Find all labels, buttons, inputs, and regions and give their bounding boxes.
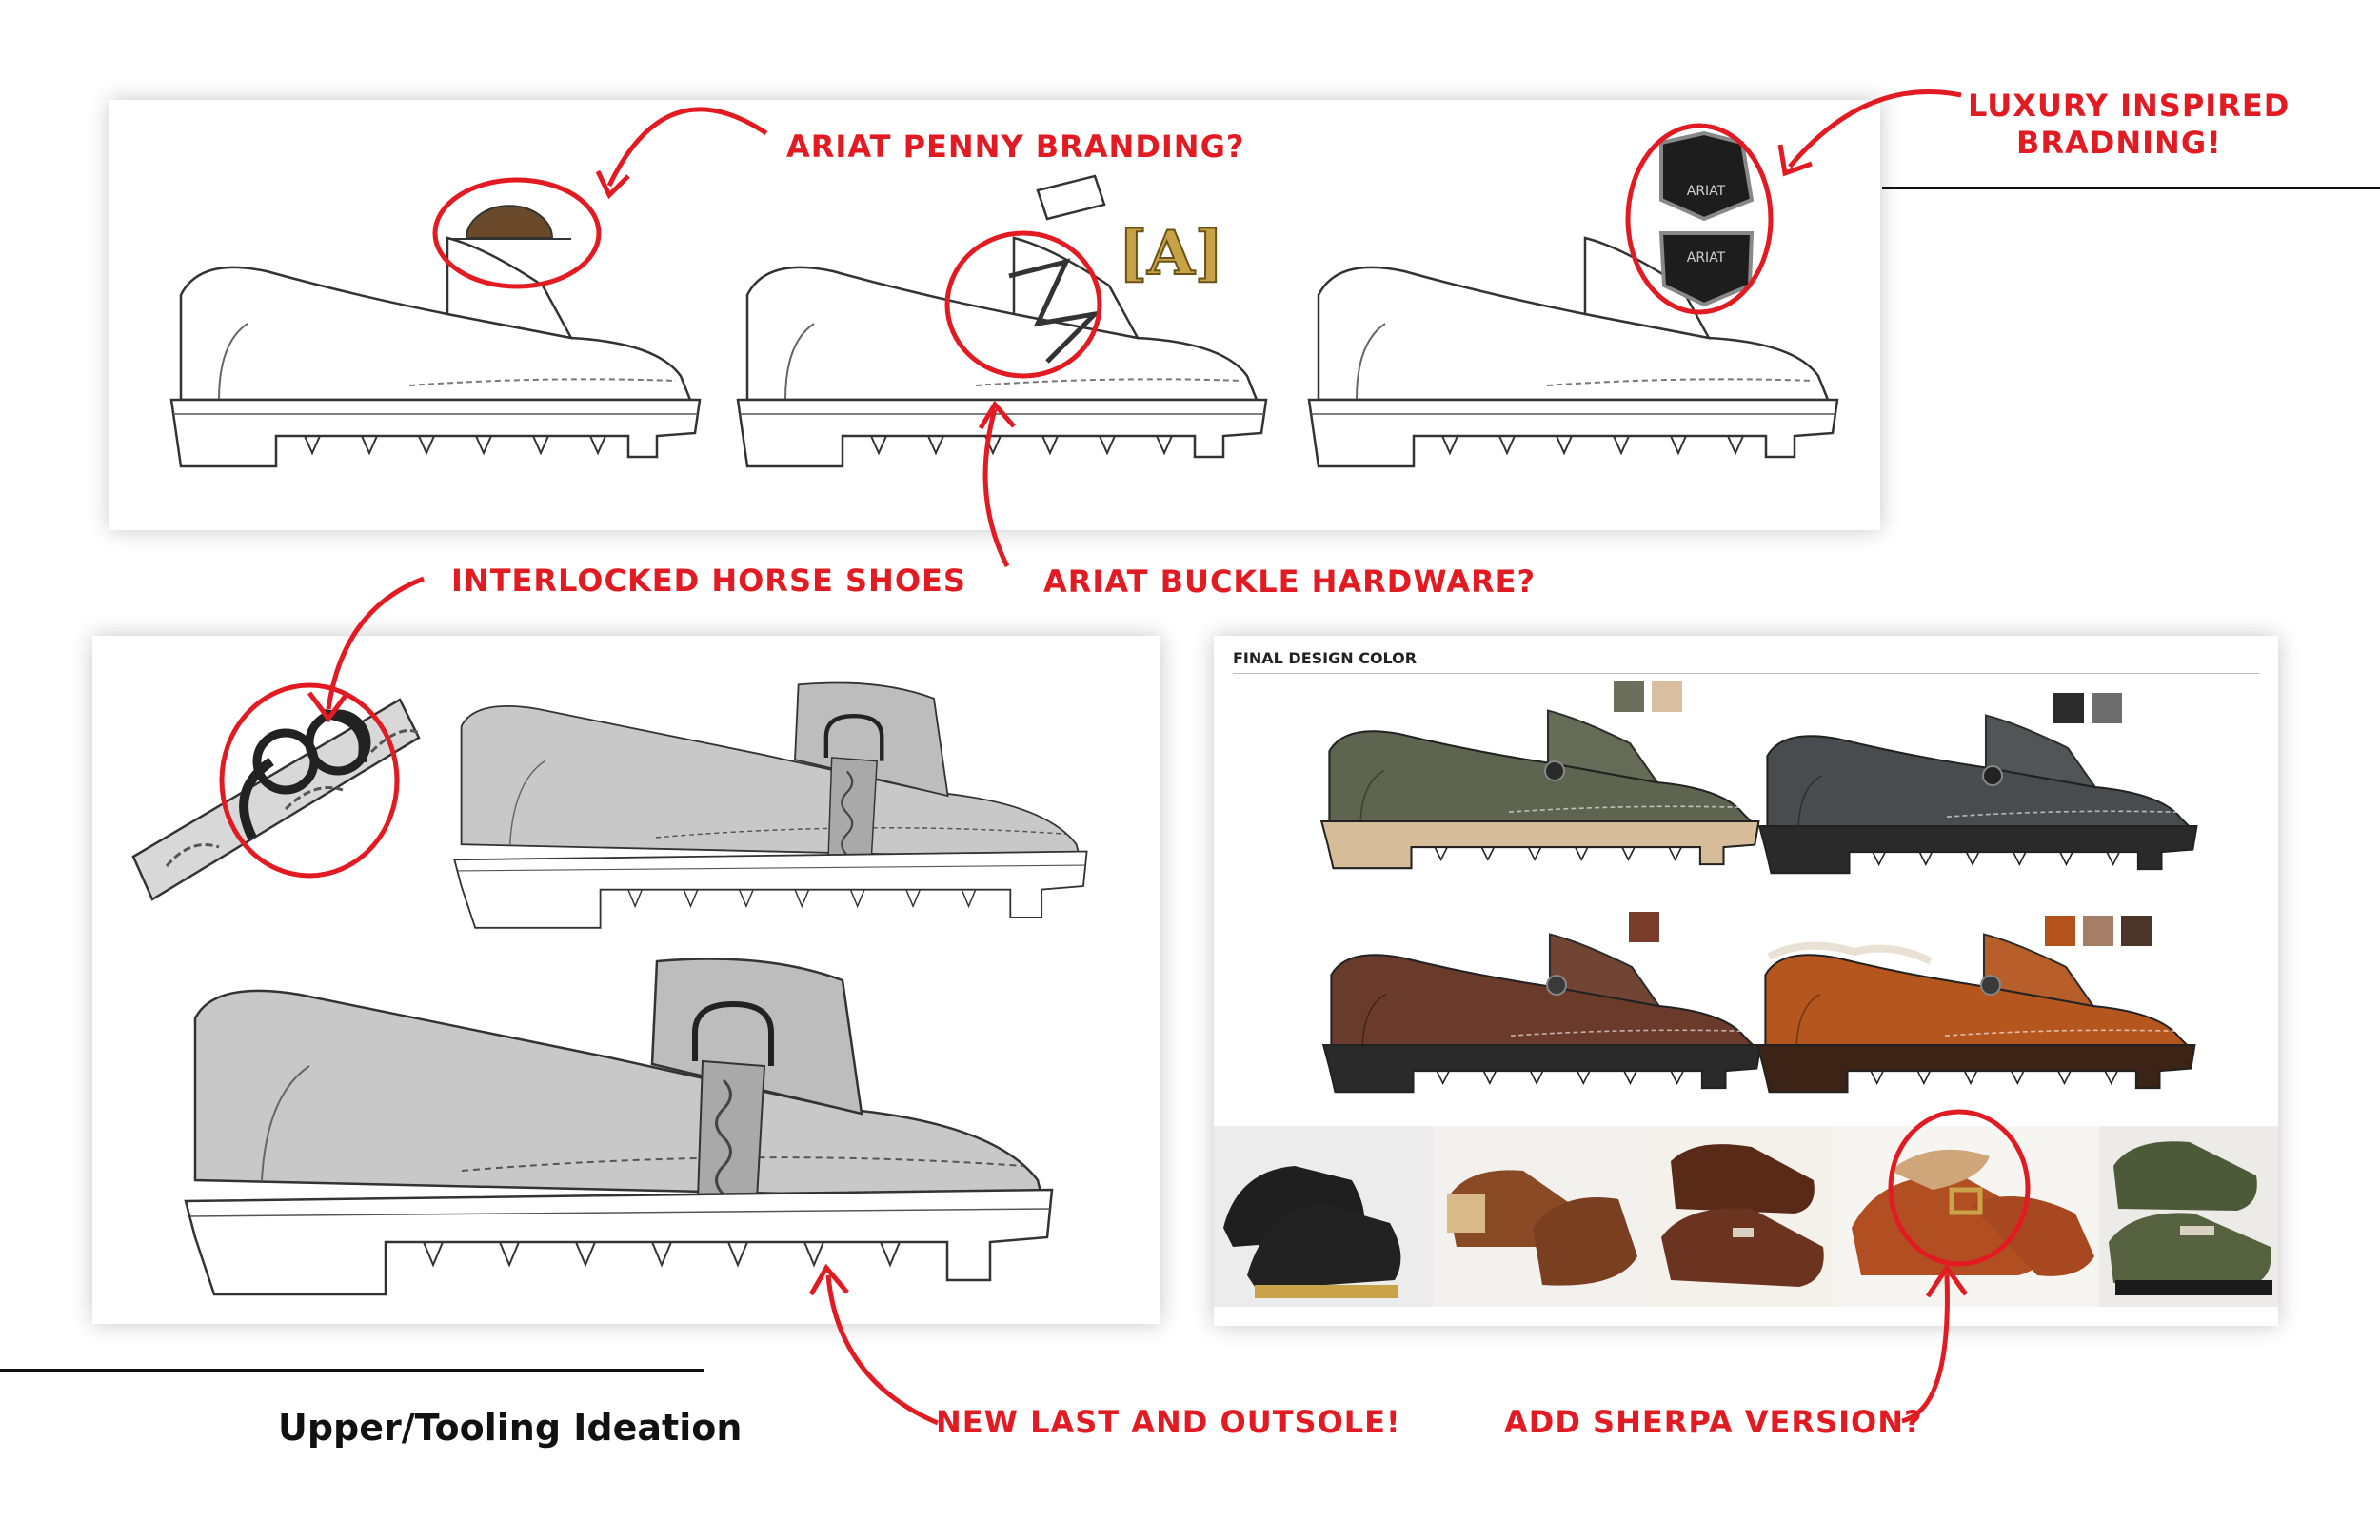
- swatch-cognac: [2045, 916, 2075, 946]
- final-design-rule: [1233, 673, 2259, 674]
- loafer-sketch-gray-large: [186, 959, 1052, 1295]
- reference-shoe-olive-loafer: [2109, 1141, 2272, 1295]
- swatch-black: [2053, 693, 2084, 723]
- colorway-charcoal: [1758, 714, 2198, 875]
- medallion-icon: [1546, 975, 1567, 996]
- note-buckle-hardware: ARIAT BUCKLE HARDWARE?: [1043, 563, 1537, 600]
- note-luxury-line2: BRADNING!: [2016, 125, 2222, 161]
- swatch-gray: [2092, 693, 2122, 723]
- note-new-last-outsole: NEW LAST AND OUTSOLE!: [936, 1404, 1401, 1440]
- colorway-olive: [1320, 709, 1760, 870]
- medallion-icon: [1544, 760, 1565, 781]
- svg-text:ARIAT: ARIAT: [1687, 184, 1726, 199]
- colorway-cognac-sherpa: [1756, 933, 2196, 1094]
- buckle-strap: [1036, 174, 1106, 221]
- svg-text:ARIAT: ARIAT: [1687, 250, 1726, 266]
- badge-icon-bottom: [1658, 231, 1755, 307]
- reference-shoe-black-tassel: [1223, 1166, 1401, 1298]
- bottom-left-rule: [0, 1369, 704, 1372]
- swatch-brown: [1629, 912, 1659, 942]
- final-design-label: FINAL DESIGN COLOR: [1233, 649, 1418, 667]
- reference-shoe-cognac-sherpa: [1852, 1149, 2094, 1276]
- note-penny-branding: ARIAT PENNY BRANDING?: [786, 128, 1245, 165]
- swatch-espresso: [2121, 916, 2152, 946]
- reference-shoe-brown-loafer: [1661, 1144, 1824, 1287]
- loafer-sketch-gray-small: [454, 682, 1086, 927]
- colorway-brown: [1322, 933, 1762, 1094]
- ariat-logo-mark: [A]: [1119, 218, 1223, 289]
- medallion-icon: [1982, 765, 2003, 786]
- buckle-icon: [1008, 258, 1102, 364]
- loafer-sketch-penny: [169, 236, 702, 468]
- penny-icon: [465, 205, 554, 239]
- reference-shoe-sherpa-mule: [1447, 1170, 1637, 1286]
- badge-icon-top: [1659, 130, 1755, 222]
- swatch-taupe: [2083, 916, 2113, 946]
- swatch-sand: [1652, 681, 1682, 712]
- note-sherpa-version: ADD SHERPA VERSION?: [1504, 1404, 1923, 1440]
- top-right-rule: [1882, 187, 2380, 189]
- section-title: Upper/Tooling Ideation: [278, 1407, 743, 1449]
- medallion-icon: [1980, 975, 2001, 996]
- note-interlocked-horseshoes: INTERLOCKED HORSE SHOES: [451, 563, 966, 599]
- note-luxury-line1: LUXURY INSPIRED: [1968, 88, 2291, 124]
- swatch-olive: [1614, 681, 1644, 712]
